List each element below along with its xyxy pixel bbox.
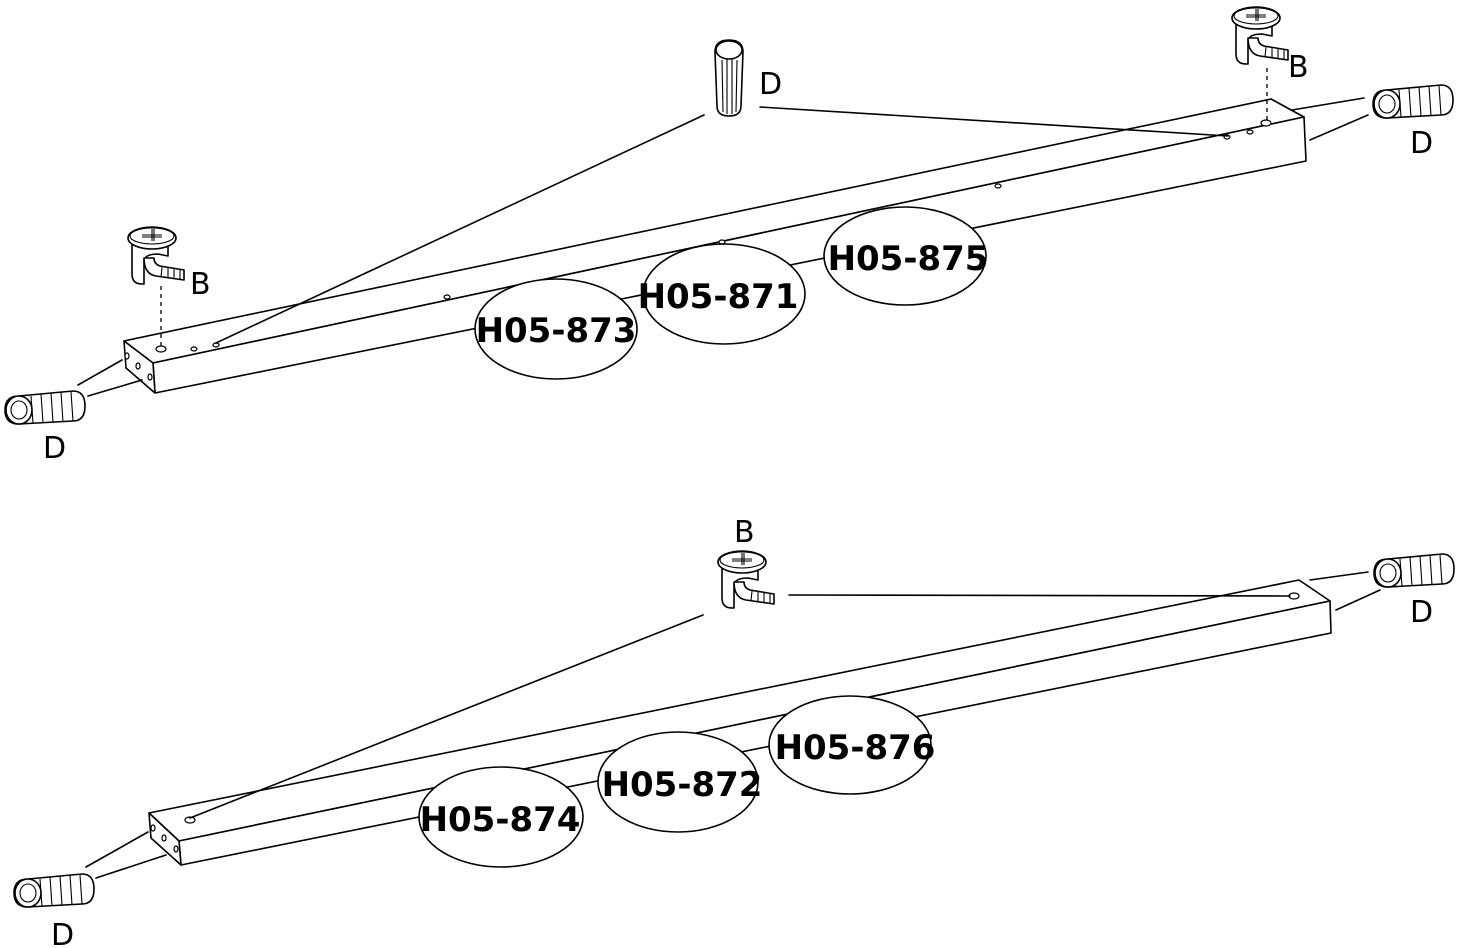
hardware-letter: B (1288, 50, 1309, 85)
part-label-oval: H05-876 (768, 695, 936, 795)
wooden-dowel-icon (714, 39, 744, 117)
part-label-oval: H05-874 (418, 766, 584, 868)
part-label-oval: H05-872 (597, 731, 763, 833)
cam-lock-fitting-icon (717, 550, 775, 609)
part-number: H05-876 (775, 728, 936, 768)
cam-lock-fitting-icon (127, 226, 185, 285)
bottom-rail (148, 579, 1332, 866)
top-rail-assembly: B B D D D H05-873 H05-871 H05-875 (4, 6, 1454, 466)
hardware-letter: D (1410, 595, 1433, 630)
wooden-dowel-icon (4, 390, 86, 425)
part-number: H05-874 (420, 800, 581, 840)
hardware-letter: D (759, 67, 782, 102)
bottom-rail-assembly: B D D H05-874 H05-872 H05-876 (13, 515, 1455, 948)
part-number: H05-872 (602, 765, 763, 805)
part-label-oval: H05-873 (474, 278, 638, 380)
hardware-letter: D (43, 431, 66, 466)
part-number: H05-875 (828, 239, 989, 279)
cam-lock-fitting-icon (1231, 6, 1289, 65)
wooden-dowel-icon (1373, 553, 1455, 588)
part-number: H05-871 (638, 277, 799, 317)
wooden-dowel-icon (1372, 84, 1454, 119)
hardware-letter: B (734, 515, 755, 550)
hardware-letter: D (1410, 126, 1433, 161)
hardware-letter: D (51, 918, 74, 948)
hardware-letter: B (190, 267, 211, 302)
part-label-oval: H05-875 (823, 206, 989, 306)
part-number: H05-873 (476, 311, 637, 351)
wooden-dowel-icon (13, 873, 95, 908)
part-label-oval: H05-871 (638, 243, 806, 345)
